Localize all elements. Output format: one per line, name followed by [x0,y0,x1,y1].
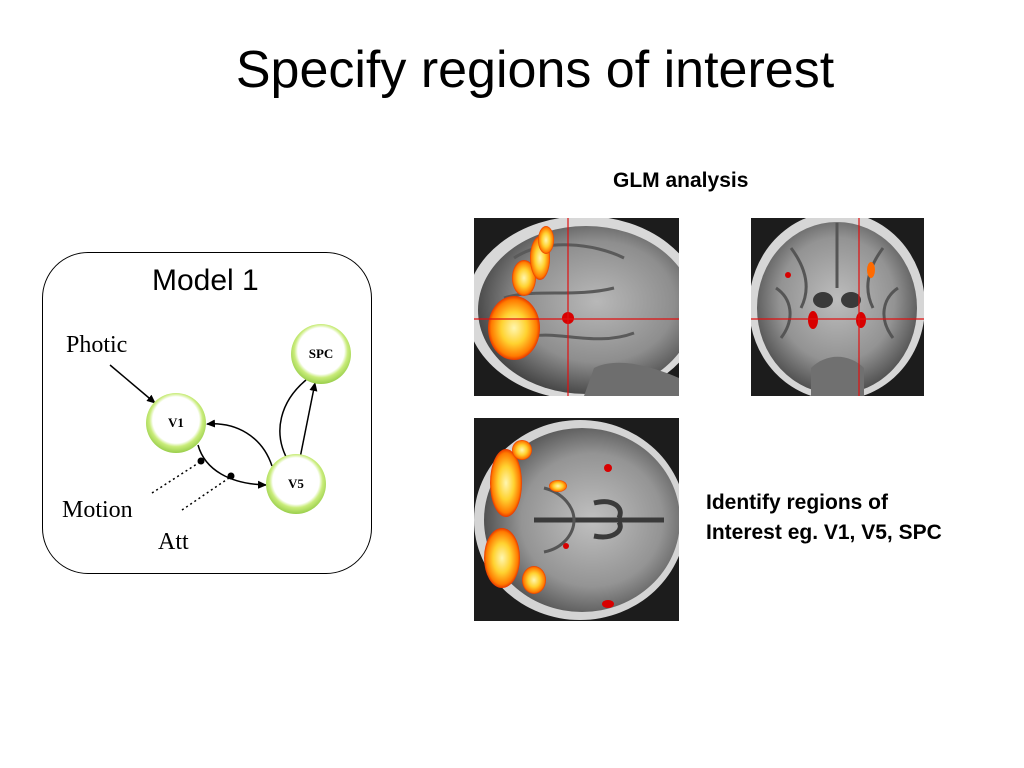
att-modulation-dot [227,472,235,480]
att-modulation-line [181,477,230,511]
v1-v5-curve-lower [197,444,267,489]
roi-description-line2: Interest eg. V1, V5, SPC [706,521,942,544]
photic-to-v1-arrow [109,364,156,404]
node-v5-label: V5 [288,476,304,491]
node-v1-label: V1 [168,415,184,430]
node-spc-label: SPC [308,346,334,361]
motion-modulation-line [151,461,201,494]
motion-modulation-dot [197,457,205,465]
v5-to-spc-arrow [299,382,318,459]
node-v5: V5 [266,454,326,514]
att-label: Att [158,529,189,555]
roi-description-line1: Identify regions of [706,491,889,514]
coronal-scan-image [751,218,924,396]
roi-description: Identify regions of Interest eg. V1, V5,… [706,488,942,548]
photic-label: Photic [66,332,128,358]
node-v1: V1 [146,393,206,453]
model-title: Model 1 [152,264,259,297]
model-box [42,252,372,574]
sagittal-scan-image [474,218,679,396]
spc-to-v5-curve [279,379,307,465]
axial-scan-image [474,418,679,621]
glm-heading: GLM analysis [613,169,749,192]
motion-label: Motion [62,497,133,523]
node-spc: SPC [291,324,351,384]
page-title: Specify regions of interest [235,41,835,99]
v1-v5-curve-upper [206,419,273,467]
